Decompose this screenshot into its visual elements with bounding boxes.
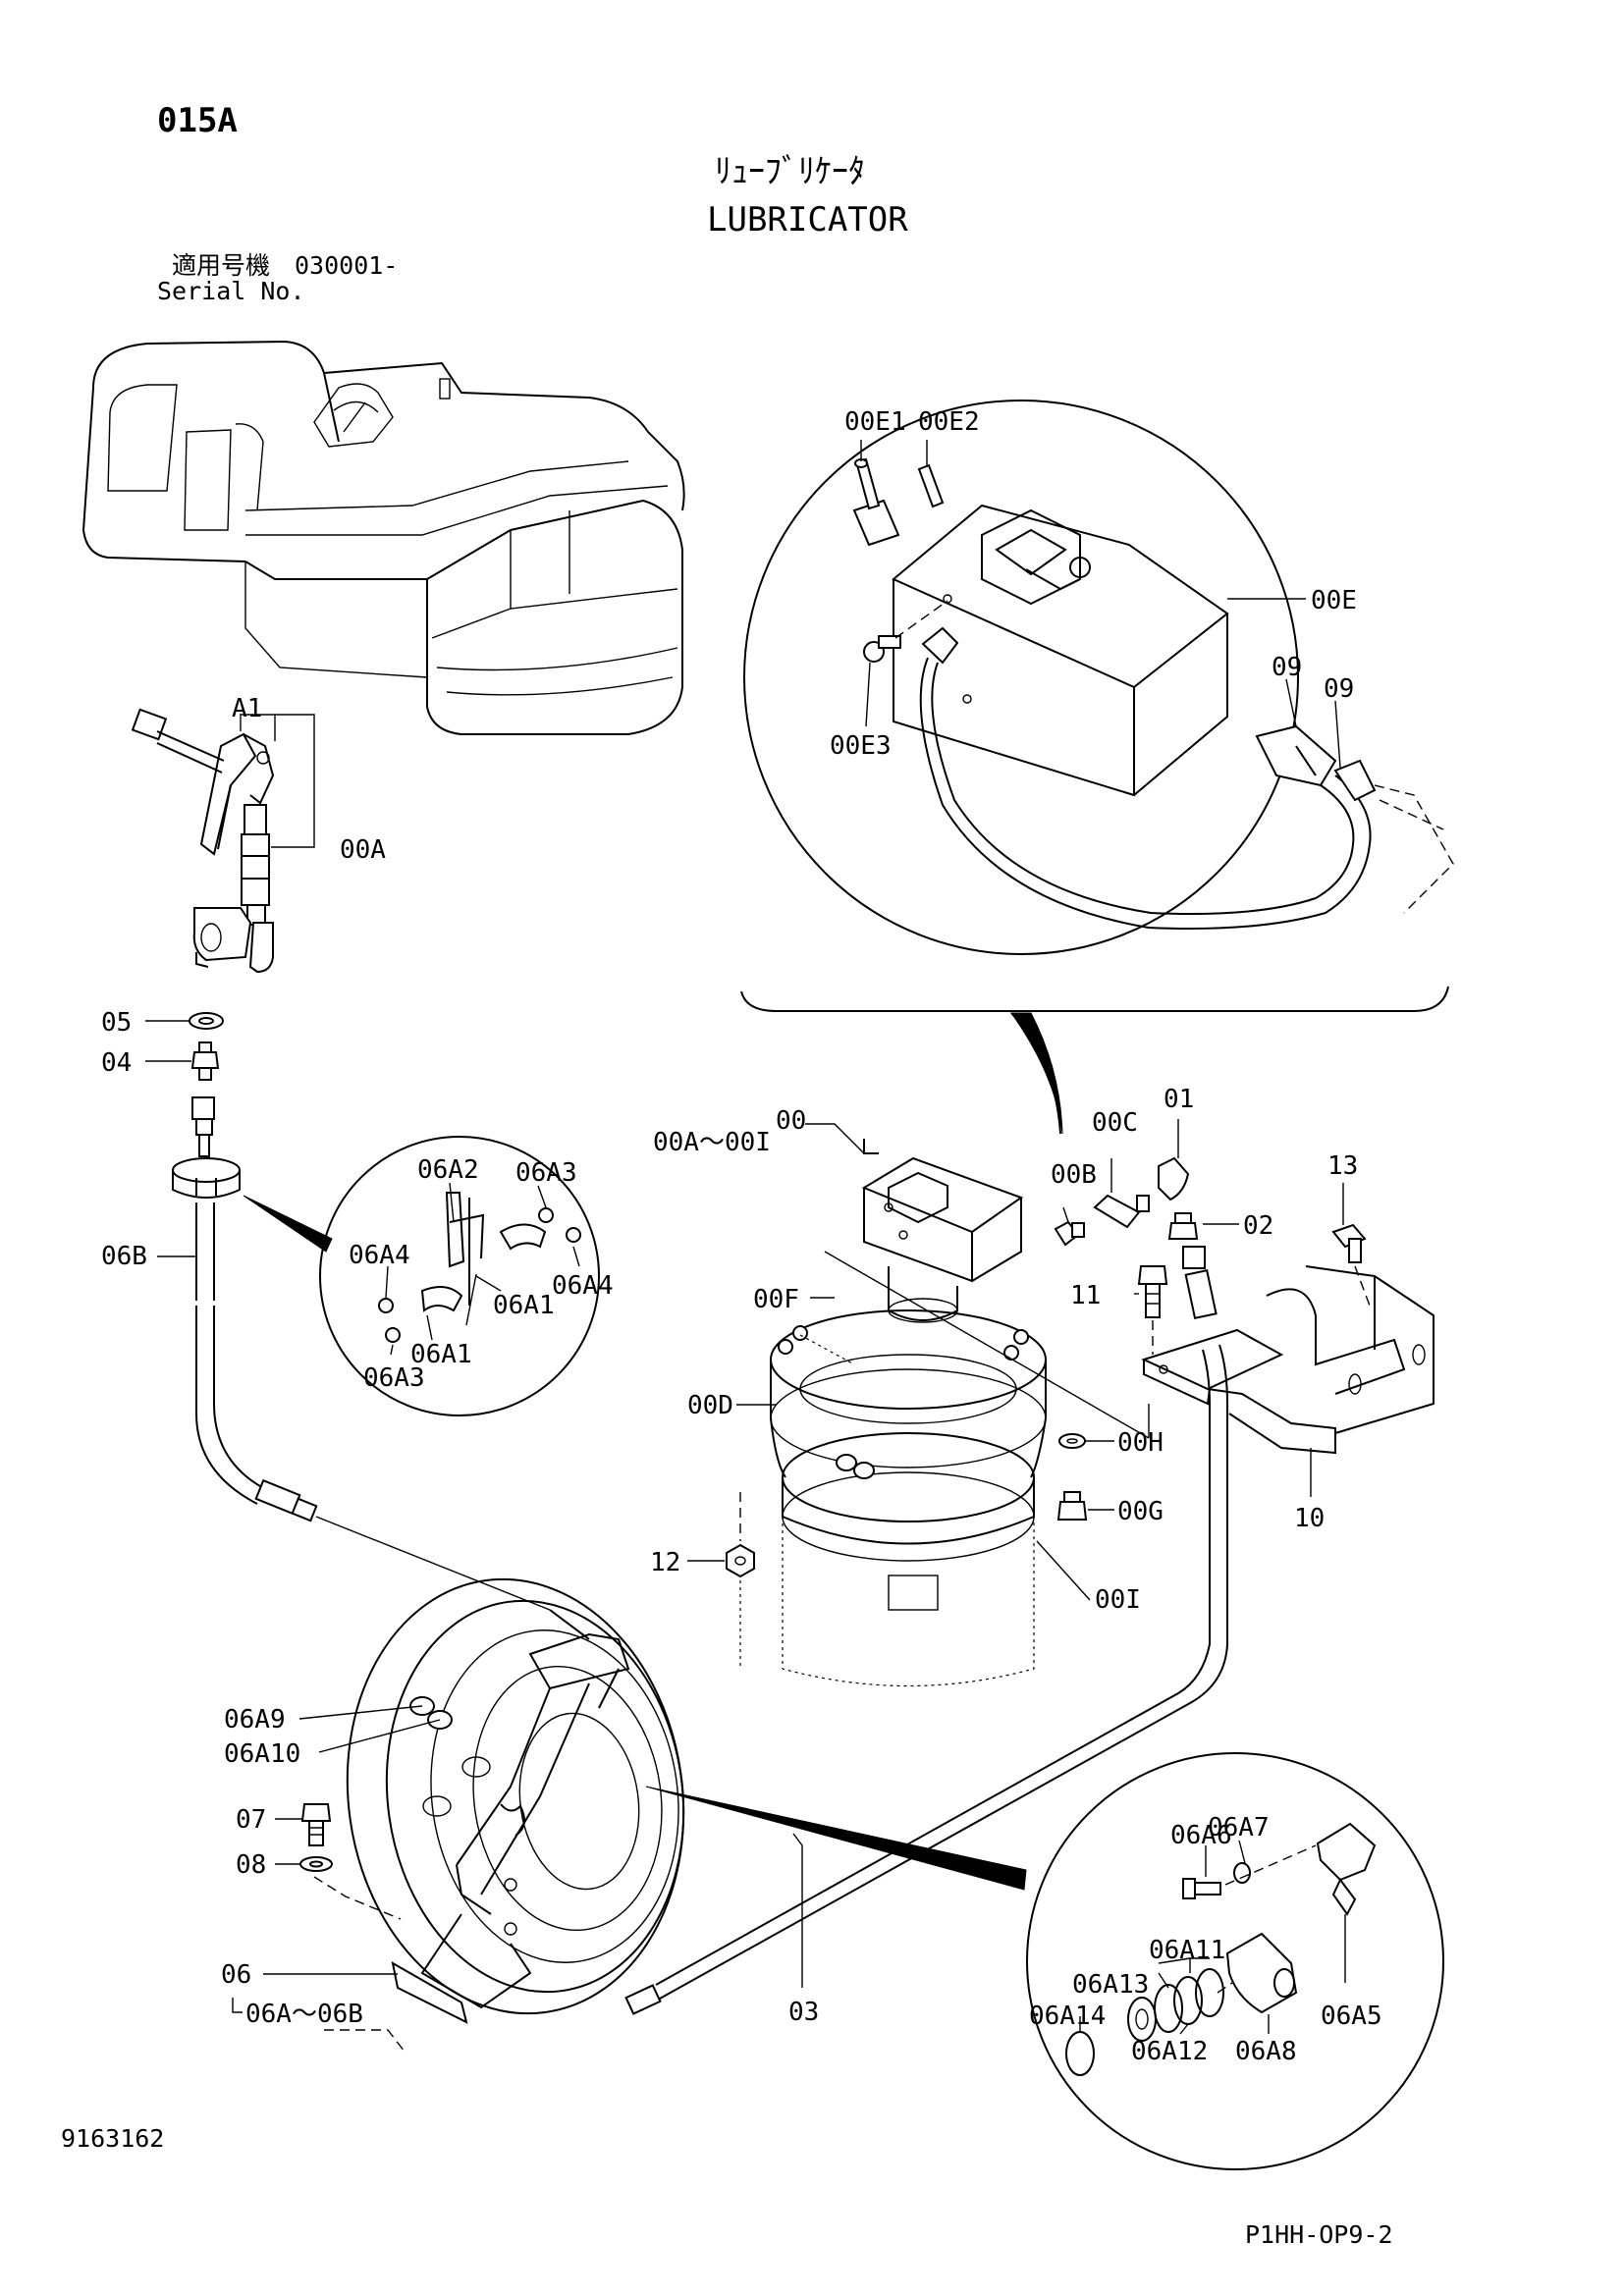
callout-06a3-bottom: 06A3 [363, 1363, 425, 1393]
callout-06a4-right: 06A4 [552, 1271, 614, 1301]
detail-circle-fittings [645, 1752, 1444, 2170]
callout-a1: A1 [232, 694, 262, 723]
callout-06a7: 06A7 [1208, 1813, 1270, 1842]
serial-label-english: Serial No. [157, 277, 305, 305]
grease-gun-assembly [131, 708, 551, 1611]
callout-09-first: 09 [1272, 653, 1302, 682]
callout-00a: 00A [340, 835, 386, 865]
serial-label-japanese: 適用号機 030001- [172, 251, 399, 280]
callout-02: 02 [1243, 1211, 1273, 1241]
drawing-number: 9163162 [61, 2124, 165, 2153]
callout-00g: 00G [1117, 1497, 1164, 1526]
callout-labels: A1 00A 05 04 06B 06A2 06A3 06A4 06A4 06A… [101, 407, 1382, 2066]
callout-12: 12 [650, 1548, 680, 1577]
detail-circle-clamp [243, 1136, 600, 1416]
callout-08: 08 [236, 1850, 266, 1880]
callout-09-second: 09 [1324, 674, 1354, 704]
leader-lines [145, 440, 1346, 2035]
callout-00d: 00D [687, 1391, 733, 1420]
callout-07: 07 [236, 1805, 266, 1835]
callout-06a1-bottom: 06A1 [410, 1340, 472, 1369]
callout-13: 13 [1327, 1151, 1358, 1181]
callout-06a6: 06A6 [1170, 1821, 1232, 1850]
callout-06a13: 06A13 [1072, 1970, 1149, 2000]
hose-reel [299, 1577, 685, 2053]
callout-06a9: 06A9 [224, 1705, 286, 1735]
callout-04: 04 [101, 1048, 132, 1078]
callout-11: 11 [1070, 1281, 1101, 1310]
callout-06a1-right: 06A1 [493, 1291, 555, 1320]
callout-00c: 00C [1092, 1108, 1138, 1138]
callout-00i: 00I [1095, 1585, 1141, 1615]
callout-06a2: 06A2 [417, 1155, 479, 1185]
callout-06a10: 06A10 [224, 1739, 300, 1769]
callout-06a-range: 06A～06B [245, 2000, 363, 2029]
excavator-outline [81, 340, 685, 735]
callout-06b: 06B [101, 1242, 147, 1271]
callout-06a11: 06A11 [1149, 1936, 1225, 1965]
callout-06a3-top: 06A3 [515, 1158, 577, 1188]
callout-06a12: 06A12 [1131, 2037, 1208, 2066]
title-english: LUBRICATOR [707, 200, 908, 240]
lubricator-main-body [726, 1139, 1435, 1687]
callout-06a8: 06A8 [1235, 2037, 1297, 2066]
callout-05: 05 [101, 1008, 132, 1038]
callout-00a-range: 00A～00I [653, 1128, 771, 1157]
callout-06a4-left: 06A4 [349, 1241, 410, 1270]
callout-06: 06 [221, 1960, 251, 1990]
callout-00e2: 00E2 [918, 407, 980, 437]
sheet-code: P1HH-OP9-2 [1245, 2220, 1393, 2249]
callout-06a14: 06A14 [1029, 2002, 1106, 2031]
callout-00e: 00E [1311, 586, 1357, 615]
detail-circle-lubricator [740, 400, 1454, 1135]
hose-03 [549, 1246, 1228, 2015]
title-japanese: ﾘｭｰﾌﾞﾘｹｰﾀ [715, 152, 865, 191]
page-code: 015A [157, 101, 238, 140]
callout-00h: 00H [1117, 1428, 1164, 1458]
callout-00: 00 [776, 1106, 806, 1136]
callout-06a5: 06A5 [1321, 2002, 1382, 2031]
callout-00b: 00B [1051, 1160, 1097, 1190]
callout-10: 10 [1294, 1504, 1325, 1533]
callout-03: 03 [788, 1998, 819, 2027]
callout-00f: 00F [753, 1285, 799, 1314]
callout-01: 01 [1164, 1085, 1194, 1114]
callout-00e1: 00E1 [844, 407, 906, 437]
callout-00e3: 00E3 [830, 731, 892, 761]
